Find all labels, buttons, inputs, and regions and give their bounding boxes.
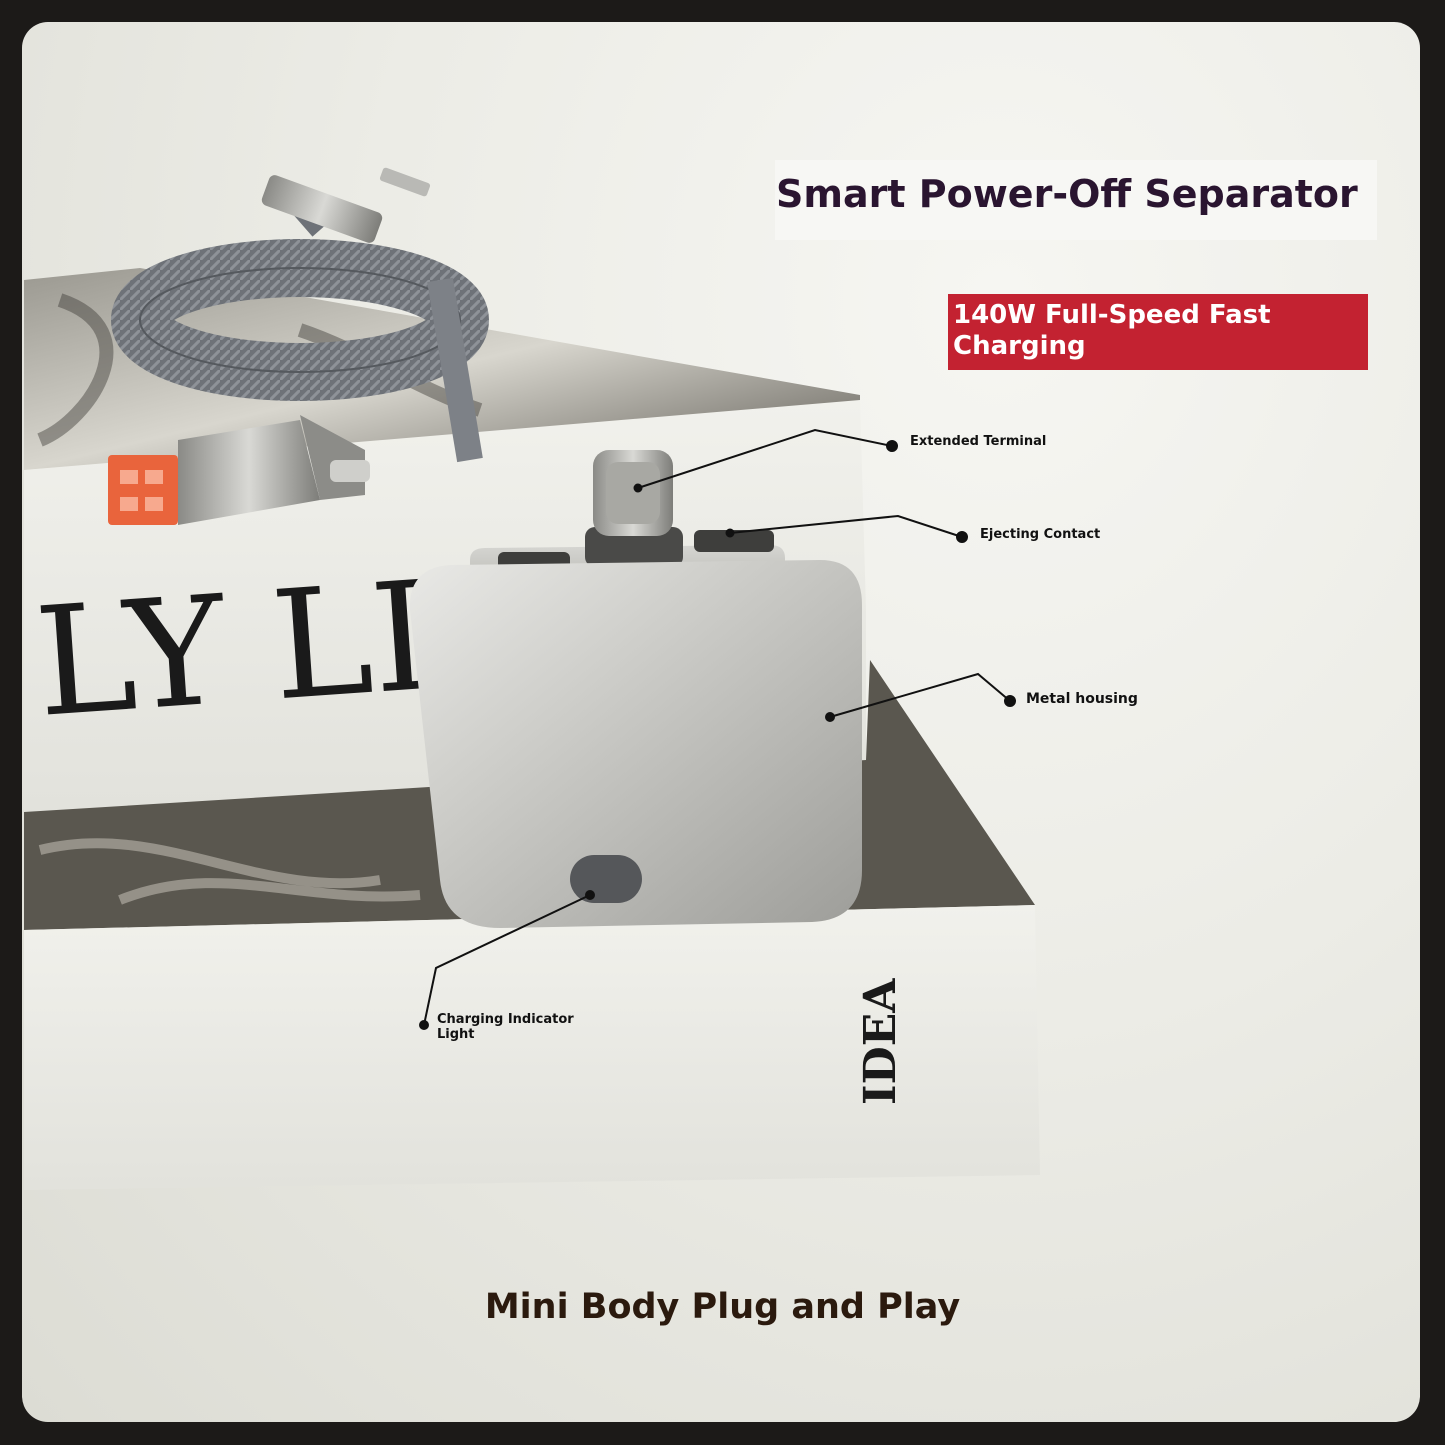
heading-box	[775, 160, 1377, 240]
braided-cable	[108, 167, 489, 525]
callout-charging-indicator: Charging Indicator Light	[437, 1012, 574, 1042]
book-spine-lettering: LY LI	[30, 550, 437, 751]
footer-tagline: Mini Body Plug and Play	[484, 1287, 961, 1327]
fast-charging-badge	[948, 294, 1368, 370]
cable-top-connector	[261, 167, 431, 243]
callout-lines	[419, 428, 1016, 1030]
callout-ejecting-contact: Ejecting Contact	[980, 527, 1101, 542]
callout-metal-housing: Metal housing	[1026, 691, 1138, 707]
charging-indicator-light	[570, 855, 642, 903]
heading: Smart Power-Off Separator	[776, 172, 1358, 216]
callout-extended-terminal: Extended Terminal	[910, 434, 1047, 449]
cable-usb-a-connector	[108, 415, 370, 525]
book-spine-idea: IDEA	[855, 978, 906, 1105]
ejecting-contact-right	[694, 530, 774, 552]
metal-housing	[409, 560, 862, 928]
charger-device	[409, 450, 862, 928]
fast-charging-badge-text: 140W Full-Speed Fast Charging	[953, 300, 1271, 361]
